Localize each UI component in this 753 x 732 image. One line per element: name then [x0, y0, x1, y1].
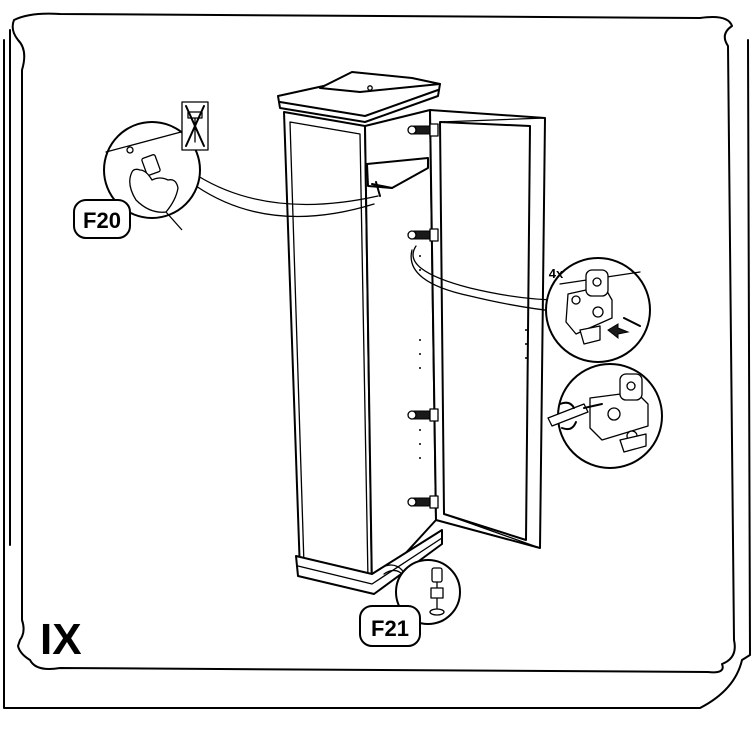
svg-text:F21: F21	[371, 616, 409, 641]
detail-circle-hinge-install	[545, 257, 651, 363]
callout-f21: F21	[359, 605, 421, 647]
detail-circle-hinge-screw	[547, 363, 663, 469]
no-hammer-icon	[181, 101, 209, 151]
hole-dots	[419, 255, 421, 459]
hinge-count-label: 4x	[549, 266, 564, 281]
leader-lines	[195, 175, 563, 611]
dowel-icon	[429, 567, 445, 616]
wardrobe-cabinet	[277, 71, 443, 595]
callout-f20: F20	[73, 199, 131, 239]
wardrobe-door	[429, 109, 546, 549]
svg-text:F20: F20	[83, 208, 121, 233]
step-number: IX	[40, 615, 82, 664]
screwdriver-icon	[547, 401, 603, 431]
dowel-icon	[141, 154, 161, 176]
detail-circle-f20	[103, 121, 201, 231]
hand-icon	[129, 168, 183, 231]
outer-frame	[3, 12, 751, 709]
hinge-icon	[407, 123, 439, 509]
